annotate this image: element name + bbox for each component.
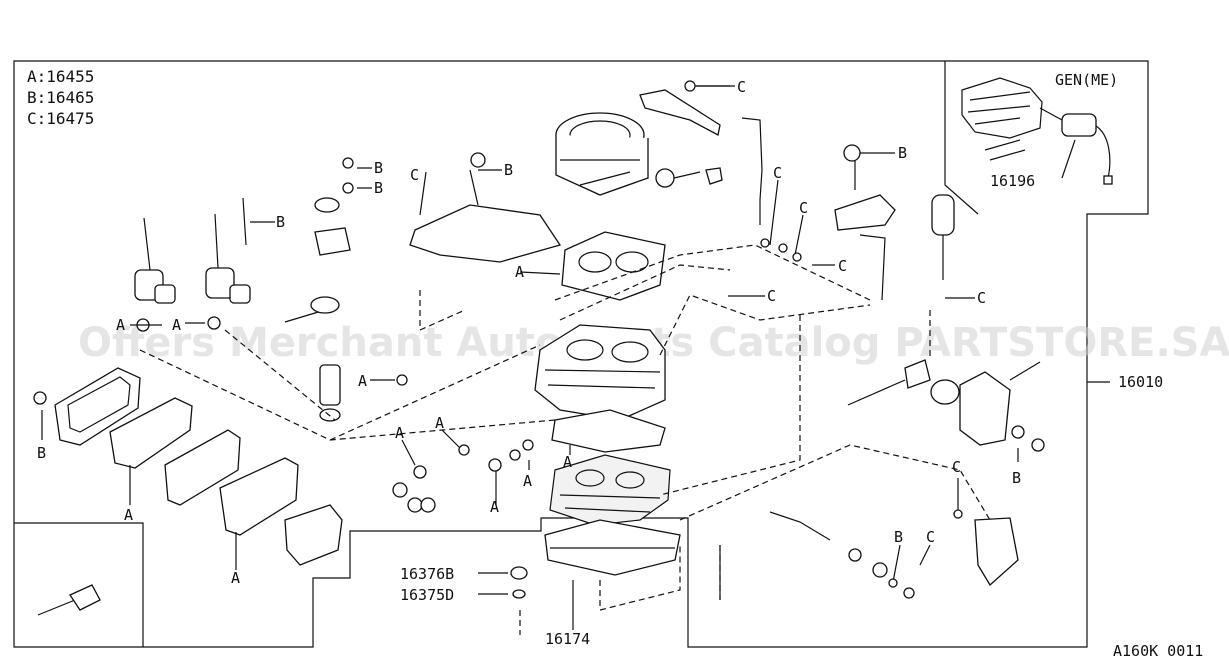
right-side-parts	[741, 117, 1041, 587]
assembly-dashed-lines	[139, 244, 991, 635]
callout-b: B	[504, 161, 513, 179]
callout-c: C	[410, 166, 419, 184]
callout-b: B	[898, 144, 907, 162]
part-number-16174: 16174	[545, 630, 590, 648]
part-number-16376b: 16376B	[400, 565, 454, 583]
callout-c: C	[767, 287, 776, 305]
lower-left-inset-frame	[14, 522, 144, 647]
gen-me-inset-frame	[944, 61, 979, 215]
callout-a: A	[358, 372, 367, 390]
callout-c: C	[773, 164, 782, 182]
callout-c: C	[799, 199, 808, 217]
choke-linkage-top	[639, 80, 730, 136]
carburetor-main-body	[534, 324, 681, 576]
legend-line-c: C:16475	[27, 109, 94, 128]
callout-a: A	[124, 506, 133, 524]
lower-left-inset-sketch	[37, 584, 101, 616]
callout-b: B	[1012, 469, 1021, 487]
callout-c: C	[977, 289, 986, 307]
callout-a: A	[116, 316, 125, 334]
leader-lines	[41, 85, 1110, 630]
top-gasket	[519, 231, 666, 301]
gen-me-solenoid-sketch	[961, 77, 1113, 185]
callout-b: B	[894, 528, 903, 546]
callout-c: C	[737, 78, 746, 96]
callout-b: B	[374, 159, 383, 177]
inset-part-number: 16196	[990, 172, 1035, 190]
callout-a: A	[563, 453, 572, 471]
callout-a: A	[490, 498, 499, 516]
callout-a: A	[395, 424, 404, 442]
drawing-code: A160K 0011	[1113, 642, 1203, 660]
legend-line-b: B:16465	[27, 88, 94, 107]
inset-title: GEN(ME)	[1055, 71, 1118, 89]
assembly-number: 16010	[1118, 373, 1163, 391]
legend-line-a: A:16455	[27, 67, 94, 86]
callout-a: A	[523, 472, 532, 490]
callout-a: A	[172, 316, 181, 334]
part-number-16375d: 16375D	[400, 586, 454, 604]
callout-c: C	[952, 458, 961, 476]
callout-b: B	[276, 213, 285, 231]
diagram-frame	[13, 60, 1149, 648]
callout-c: C	[838, 257, 847, 275]
callout-a: A	[231, 569, 240, 587]
callout-b: B	[37, 444, 46, 462]
air-horn	[555, 112, 723, 196]
callout-a: A	[435, 414, 444, 432]
callout-b: B	[374, 179, 383, 197]
callout-a: A	[515, 263, 524, 281]
left-solenoid-group	[134, 197, 251, 332]
callout-c: C	[926, 528, 935, 546]
center-linkage	[284, 152, 562, 422]
small-fasteners	[342, 157, 1045, 600]
left-cover-gaskets	[33, 367, 343, 566]
